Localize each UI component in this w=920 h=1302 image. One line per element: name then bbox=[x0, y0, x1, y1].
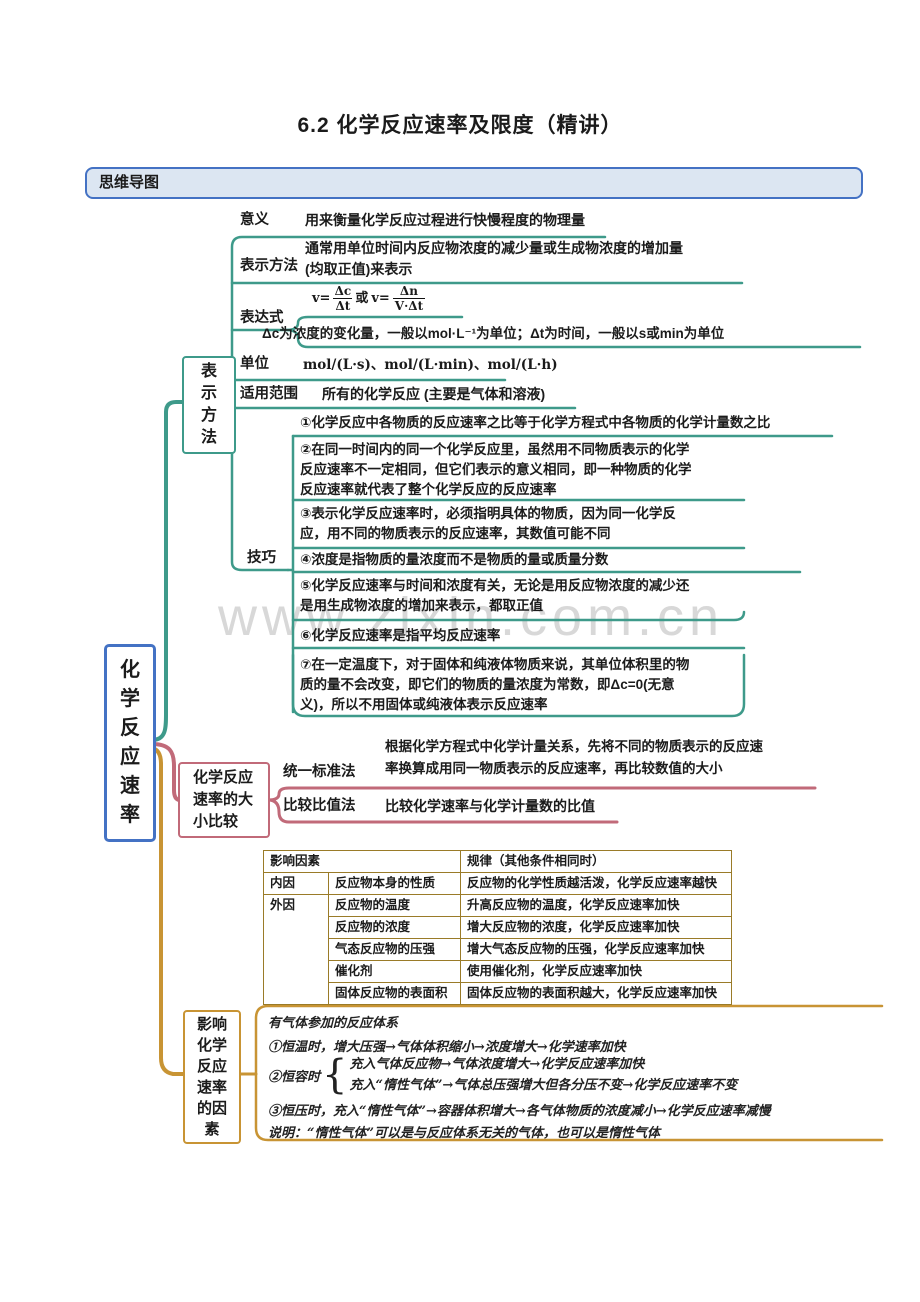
branch-node-factors-label: 影响化学反应速率的因素 bbox=[196, 1016, 227, 1138]
gas-note-line2b: 充入“惰性气体”→气体总压强增大但各分压不变→化学反应速率不变 bbox=[349, 1078, 738, 1093]
table-header-row: 影响因素 规律（其他条件相同时） bbox=[263, 850, 732, 873]
represent-label: 表示方法 bbox=[240, 258, 298, 274]
section-header-label: 思维导图 bbox=[99, 174, 160, 191]
page-title: 6.2 化学反应速率及限度（精讲） bbox=[297, 114, 623, 137]
rule-cell: 固体反应物的表面积越大，化学反应速率加快 bbox=[460, 982, 732, 1005]
table-row: 气态反应物的压强 增大气态反应物的压强，化学反应速率加快 bbox=[264, 938, 732, 961]
gas-notes-title: 有气体参加的反应体系 bbox=[268, 1016, 399, 1031]
branch-node-factors: 影响化学反应速率的因素 bbox=[183, 1010, 241, 1144]
category-internal-cell: 内因 bbox=[263, 872, 329, 895]
table-row: 催化剂 使用催化剂，化学反应速率加快 bbox=[264, 960, 732, 983]
scope-label: 适用范围 bbox=[240, 386, 298, 402]
factor-cell: 气态反应物的压强 bbox=[328, 938, 461, 961]
factor-cell: 催化剂 bbox=[328, 960, 461, 983]
unit-label: 单位 bbox=[240, 356, 269, 372]
branch-node-compare-label: 化学反应速率的大小比较 bbox=[193, 769, 254, 830]
factor-cell: 反应物本身的性质 bbox=[328, 872, 461, 895]
tip-item-1: ①化学反应中各物质的反应速率之比等于化学方程式中各物质的化学计量数之比 bbox=[300, 415, 771, 430]
formula-v1: v= bbox=[312, 290, 331, 306]
meaning-content: 用来衡量化学反应过程进行快慢程度的物理量 bbox=[305, 212, 585, 228]
tip-item-5: ⑤化学反应速率与时间和浓度有关，无论是用反应物浓度的减少还是用生成物浓度的增加来… bbox=[300, 578, 690, 613]
header-factor-cell: 影响因素 bbox=[263, 850, 461, 873]
table-row: 反应物的浓度 增大反应物的浓度，化学反应速率加快 bbox=[264, 916, 732, 939]
branch-node-compare: 化学反应速率的大小比较 bbox=[178, 762, 270, 838]
unit-content: mol/(L·s)、mol/(L·min)、mol/(L·h) bbox=[303, 357, 558, 373]
gas-note-line2-options: 充入气体反应物→气体浓度增大→化学反应速率加快 充入“惰性气体”→气体总压强增大… bbox=[349, 1054, 737, 1096]
meaning-label: 意义 bbox=[240, 212, 269, 228]
rule-cell: 反应物的化学性质越活泼，化学反应速率越快 bbox=[460, 872, 732, 895]
rule-cell: 升高反应物的温度，化学反应速率加快 bbox=[460, 894, 732, 917]
gas-note-line3: ③恒压时，充入“惰性气体”→容器体积增大→各气体物质的浓度减小→化学反应速率减慢 bbox=[268, 1104, 771, 1119]
category-external-cell: 外因 bbox=[263, 894, 329, 1005]
table-row: 内因 反应物本身的性质 反应物的化学性质越活泼，化学反应速率越快 bbox=[263, 872, 732, 895]
branch-node-represent-method-label: 表示方法 bbox=[200, 363, 217, 446]
gas-note-line2: ②恒容时 { 充入气体反应物→气体浓度增大→化学反应速率加快 充入“惰性气体”→… bbox=[268, 1054, 737, 1096]
table-row: 外因 反应物的温度 升高反应物的温度，化学反应速率加快 bbox=[263, 894, 732, 1005]
tip-item-7: ⑦在一定温度下，对于固体和纯液体物质来说，其单位体积里的物质的量不会改变，即它们… bbox=[300, 657, 690, 712]
tip-item-4: ④浓度是指物质的量浓度而不是物质的量或质量分数 bbox=[300, 552, 609, 567]
factor-cell: 反应物的温度 bbox=[328, 894, 461, 917]
root-node-label: 化学反应速率 bbox=[120, 659, 140, 826]
expression-note: Δc为浓度的变化量，一般以mol·L⁻¹为单位；Δt为时间，一般以s或min为单… bbox=[262, 326, 725, 341]
root-node: 化学反应速率 bbox=[104, 644, 156, 842]
ratio-method-content: 比较化学速率与化学计量数的比值 bbox=[385, 798, 595, 814]
gas-note-line2-label: ②恒容时 bbox=[268, 1069, 321, 1085]
tip-item-3: ③表示化学反应速率时，必须指明具体的物质，因为同一化学反应，用不同的物质表示的反… bbox=[300, 506, 676, 541]
factor-cell: 固体反应物的表面积 bbox=[328, 982, 461, 1005]
formula-v2: v= bbox=[371, 290, 390, 306]
unify-method-content: 根据化学方程式中化学计量关系，先将不同的物质表示的反应速率换算成用同一物质表示的… bbox=[385, 739, 763, 776]
factor-cell: 反应物的浓度 bbox=[328, 916, 461, 939]
gas-note-line2a: 充入气体反应物→气体浓度增大→化学反应速率加快 bbox=[349, 1057, 645, 1072]
tip-item-2: ②在同一时间内的同一个化学反应里，虽然用不同物质表示的化学反应速率不一定相同，但… bbox=[300, 442, 692, 497]
represent-content: 通常用单位时间内反应物浓度的减少量或生成物浓度的增加量(均取正值)来表示 bbox=[305, 240, 683, 277]
brace-glyph: { bbox=[322, 1052, 348, 1098]
rule-cell: 增大气态反应物的压强，化学反应速率加快 bbox=[460, 938, 732, 961]
section-header-box: 思维导图 bbox=[85, 167, 863, 199]
rule-cell: 使用催化剂，化学反应速率加快 bbox=[460, 960, 732, 983]
ratio-method-label: 比较比值法 bbox=[283, 798, 356, 814]
formula-or: 或 bbox=[355, 290, 369, 306]
factors-table: 影响因素 规律（其他条件相同时） 内因 反应物本身的性质 反应物的化学性质越活泼… bbox=[263, 850, 732, 1005]
tips-label: 技巧 bbox=[247, 550, 276, 566]
header-rule-cell: 规律（其他条件相同时） bbox=[460, 850, 732, 873]
branch-node-represent-method: 表示方法 bbox=[182, 356, 236, 454]
tip-item-6: ⑥化学反应速率是指平均反应速率 bbox=[300, 628, 501, 643]
gas-note-remark: 说明：“惰性气体”可以是与反应体系无关的气体，也可以是惰性气体 bbox=[268, 1126, 660, 1141]
unify-method-label: 统一标准法 bbox=[283, 764, 356, 780]
table-row: 固体反应物的表面积 固体反应物的表面积越大，化学反应速率加快 bbox=[264, 982, 732, 1005]
scope-content: 所有的化学反应 (主要是气体和溶液) bbox=[322, 386, 546, 402]
rule-cell: 增大反应物的浓度，化学反应速率加快 bbox=[460, 916, 732, 939]
